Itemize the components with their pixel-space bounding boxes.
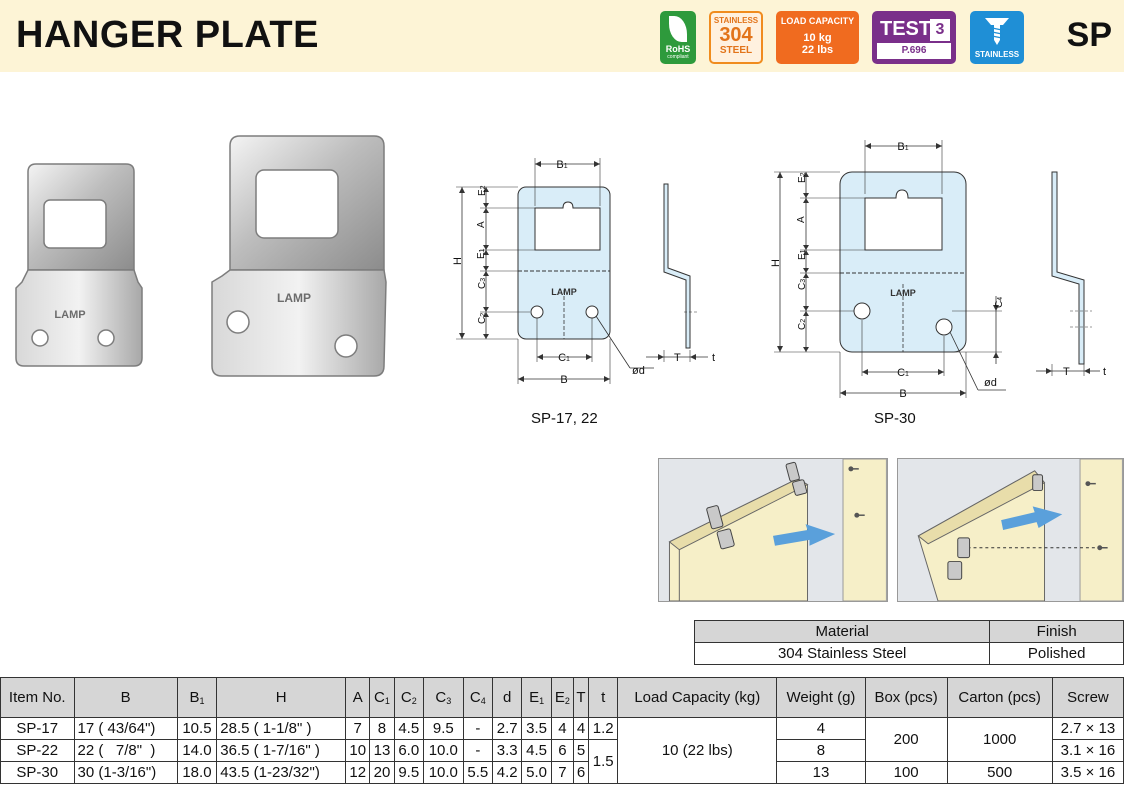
- material-header: Material: [693, 620, 991, 643]
- table-row: SP-30 30 (1-3/16") 18.0 43.5 (1-23/32") …: [0, 761, 1124, 784]
- svg-text:C3: C3: [797, 279, 808, 290]
- svg-text:LAMP: LAMP: [54, 309, 85, 321]
- finish-value: Polished: [989, 642, 1124, 665]
- header-bar: HANGER PLATE RoHS compliant STAINLESS 30…: [0, 0, 1124, 72]
- table-row: SP-22 22 ( 7/8" ) 14.0 36.5 ( 1-7/16" ) …: [0, 739, 1124, 784]
- caption-sp-17-22: SP-17, 22: [531, 410, 598, 427]
- svg-text:B1: B1: [897, 141, 908, 153]
- rohs-badge: RoHS compliant: [660, 11, 696, 64]
- table-row: SP-17 17 ( 43/64") 10.5 28.5 ( 1-1/8" ) …: [0, 717, 1124, 784]
- screw-icon: [985, 18, 1009, 45]
- material-value: 304 Stainless Steel: [693, 642, 991, 665]
- caption-sp-30: SP-30: [874, 410, 916, 427]
- svg-text:C2: C2: [797, 319, 808, 330]
- svg-text:C1: C1: [558, 352, 570, 364]
- stainless-304-badge: STAINLESS 304 STEEL: [709, 11, 763, 64]
- stainless-screw-badge: STAINLESS: [970, 11, 1024, 64]
- material-table: Material Finish 304 Stainless Steel Poli…: [693, 620, 1124, 665]
- hanger-plate-photo-small: LAMP: [15, 163, 143, 367]
- leaf-icon: [669, 16, 687, 42]
- svg-text:ød: ød: [632, 365, 645, 377]
- svg-text:A: A: [796, 216, 807, 223]
- svg-text:t: t: [712, 352, 715, 364]
- svg-text:E2: E2: [477, 185, 488, 196]
- series-code: SP: [1066, 16, 1112, 54]
- spec-table: Item No. B B1 H A C1 C2 C3 C4 d E1 E2 T …: [0, 677, 1124, 784]
- svg-text:A: A: [476, 221, 487, 228]
- finish-header: Finish: [989, 620, 1124, 643]
- svg-text:C2: C2: [477, 313, 488, 324]
- usage-illustration-1: [658, 458, 888, 602]
- svg-text:E1: E1: [797, 249, 808, 260]
- spec-header-row: Item No. B B1 H A C1 C2 C3 C4 d E1 E2 T …: [0, 677, 1124, 718]
- svg-text:C1: C1: [897, 367, 909, 379]
- load-capacity-badge: LOAD CAPACITY 10 kg 22 lbs: [776, 11, 859, 64]
- svg-text:T: T: [1063, 366, 1070, 378]
- svg-text:H: H: [770, 259, 782, 267]
- svg-text:E1: E1: [476, 248, 487, 259]
- svg-text:T: T: [674, 352, 681, 364]
- svg-text:H: H: [452, 257, 464, 265]
- svg-text:B1: B1: [556, 159, 567, 171]
- svg-text:C4: C4: [994, 297, 1005, 308]
- test-badge: TEST 3 P.696: [872, 11, 956, 64]
- technical-drawing-sp-17-22: LAMP B1 H E2 A E1 C3 C2 C1 B ød T t: [452, 158, 715, 386]
- technical-drawing-sp-30: LAMP B1 H E2 A E1 C3 C2 C4 C1 B ød: [770, 140, 1106, 400]
- svg-text:LAMP: LAMP: [277, 291, 311, 305]
- svg-text:t: t: [1103, 366, 1106, 378]
- svg-text:B: B: [899, 388, 906, 400]
- svg-text:ød: ød: [984, 377, 997, 389]
- hanger-plate-photo-large: LAMP: [211, 135, 387, 377]
- svg-text:B: B: [560, 374, 567, 386]
- usage-illustration-2: [897, 458, 1124, 602]
- page-title: HANGER PLATE: [16, 14, 319, 56]
- svg-text:C3: C3: [477, 278, 488, 289]
- svg-text:E2: E2: [797, 172, 808, 183]
